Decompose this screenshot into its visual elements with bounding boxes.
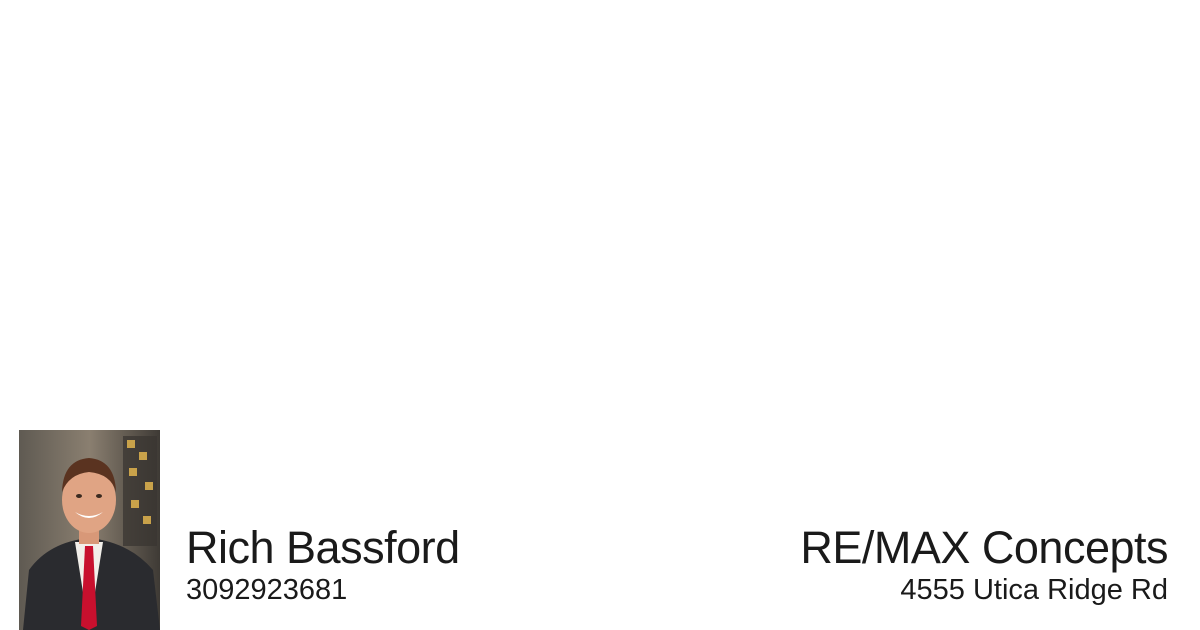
office-name: RE/MAX Concepts [800,522,1168,573]
listing-image-area [0,0,1200,430]
agent-name: Rich Bassford [186,522,460,573]
office-info: RE/MAX Concepts 4555 Utica Ridge Rd [800,522,1168,608]
office-address: 4555 Utica Ridge Rd [900,574,1168,606]
agent-footer: Rich Bassford 3092923681 RE/MAX Concepts… [0,430,1200,630]
agent-photo [19,430,160,630]
agent-portrait-icon [19,430,160,630]
agent-phone[interactable]: 3092923681 [186,574,348,606]
agent-info: Rich Bassford 3092923681 [186,522,460,608]
